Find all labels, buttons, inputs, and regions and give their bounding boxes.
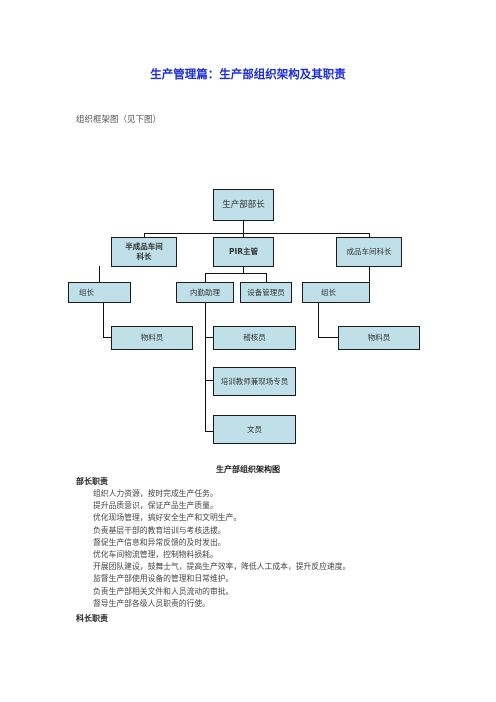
intro-text: 组织框架图（见下图） <box>76 115 162 125</box>
connector <box>205 273 267 274</box>
connector <box>205 302 206 432</box>
connector <box>144 233 370 234</box>
org-node-equipment-admin: 设备管理员 <box>240 282 292 303</box>
connector <box>243 266 244 274</box>
document-title: 生产管理篇：生产部组织架构及其职责 <box>150 67 346 81</box>
list-item: 负责生产部相关文件和人员流动的审批。 <box>93 586 234 596</box>
connector <box>205 431 214 432</box>
section-heading: 部长职责 <box>76 477 108 486</box>
duty-list: 组织人力资源，按时完成生产任务。 提升品质意识，保证产品生产质量。 优化现场管理… <box>93 488 350 610</box>
connector <box>99 266 100 283</box>
org-node-auditor: 稽核员 <box>213 326 296 350</box>
connector <box>243 220 244 234</box>
org-node-production-director: 生产部部长 <box>213 189 274 221</box>
connector <box>369 233 370 238</box>
org-node-team-leader: 组长 <box>68 282 131 303</box>
connector <box>266 273 267 282</box>
connector <box>205 273 206 282</box>
org-node-material-clerk: 物料员 <box>338 326 420 350</box>
list-item: 督促生产信息和异常反馈的及时发出。 <box>93 537 226 547</box>
org-node-pir-supervisor: PIR主管 <box>213 237 274 267</box>
list-item: 优化车间物流管理，控制物料损耗。 <box>93 550 218 560</box>
org-node-label: PIR主管 <box>228 247 259 256</box>
connector <box>243 233 244 238</box>
list-item: 监督生产部使用设备的管理和日常维护。 <box>93 574 234 584</box>
connector <box>144 233 145 238</box>
org-node-finished-chief: 成品车间科长 <box>336 237 402 267</box>
org-node-trainer: 培训教师兼现场专员 <box>213 367 296 396</box>
connector <box>369 266 370 283</box>
list-item: 开展团队建设，鼓舞士气，提高生产效率，降低人工成本，提升反应速度。 <box>93 562 351 572</box>
connector <box>103 337 112 338</box>
org-node-office-assistant: 内勤助理 <box>176 282 234 303</box>
connector <box>205 380 214 381</box>
list-item: 督导生产部各级人员职责的行使。 <box>93 598 210 608</box>
section-heading: 科长职责 <box>76 614 108 623</box>
org-node-team-leader: 组长 <box>302 282 370 303</box>
chart-caption: 生产部组织架构图 <box>216 465 280 474</box>
connector <box>205 337 214 338</box>
list-item: 负责基层干部的教育培训与考核选拔。 <box>93 525 226 535</box>
list-item: 组织人力资源，按时完成生产任务。 <box>93 489 218 498</box>
list-item: 优化现场管理，搞好安全生产和文明生产。 <box>93 513 242 523</box>
org-node-material-clerk: 物料员 <box>111 326 193 350</box>
connector <box>103 302 104 338</box>
org-node-semi-finished-chief: 半成品车间科长 <box>111 237 177 267</box>
org-node-clerk: 文员 <box>213 415 296 444</box>
connector <box>318 337 339 338</box>
connector <box>318 302 319 338</box>
list-item: 提升品质意识，保证产品生产质量。 <box>93 501 218 511</box>
